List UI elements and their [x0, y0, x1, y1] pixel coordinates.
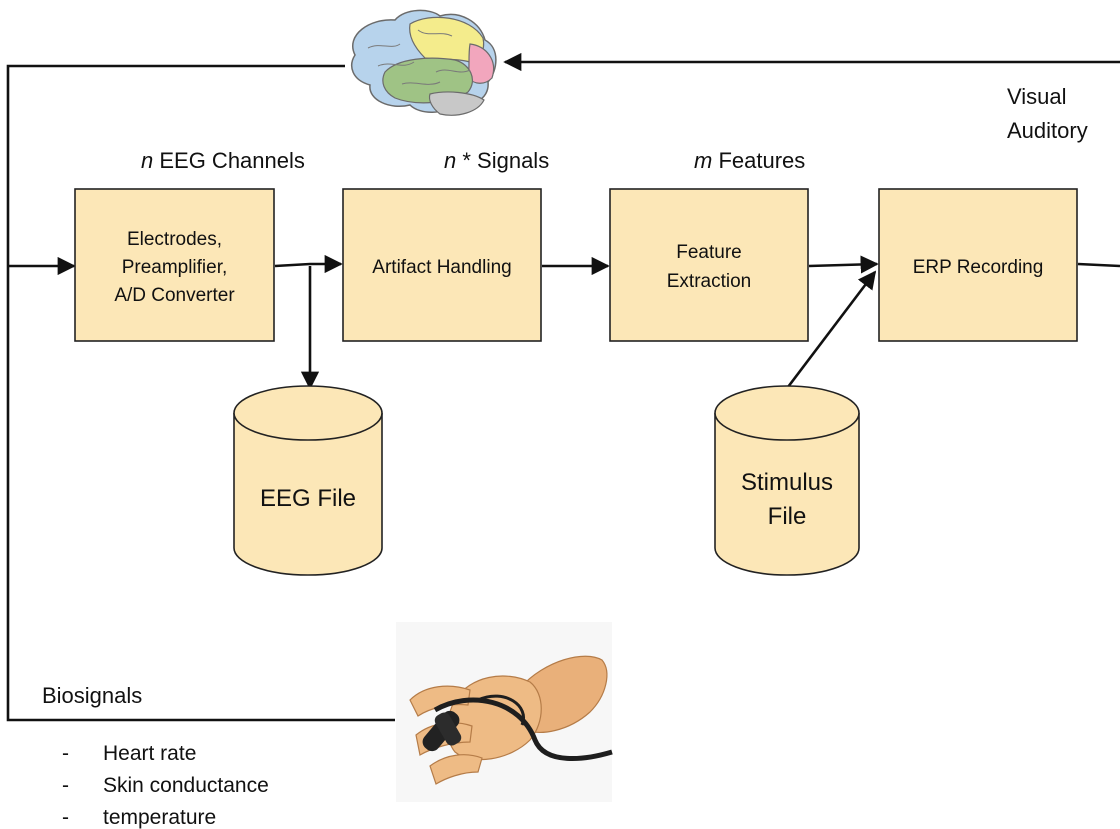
feedback-loop [6, 52, 1120, 722]
block-feature-line-1: Feature [676, 242, 741, 263]
biosignals-title: Biosignals [42, 683, 142, 708]
erp-output-line [1077, 262, 1120, 268]
list-item: temperature [103, 806, 216, 829]
block-artifact-label: Artifact Handling [372, 257, 511, 278]
stimulus-to-erp-arrow [786, 270, 877, 388]
header-features: m Features [694, 148, 805, 173]
list-item: Heart rate [103, 742, 196, 765]
block-acquisition-line-2: Preamplifier, [122, 257, 228, 278]
block-erp-recording: ERP Recording [878, 188, 1078, 342]
bullet-marker: - [62, 806, 69, 829]
block-erp-label: ERP Recording [913, 257, 1044, 278]
eeg-file-store: EEG File [233, 385, 383, 576]
feature-to-erp-arrow [808, 255, 879, 274]
bullet-marker: - [62, 742, 69, 765]
acq-to-artifact-arrow [274, 254, 343, 274]
biosignals-list: - Heart rate - Skin conductance - temper… [62, 742, 269, 829]
list-item: Skin conductance [103, 774, 269, 797]
finger-sensor-icon [396, 622, 613, 802]
brain-icon [351, 9, 497, 116]
stimulus-file-store: Stimulus File [714, 385, 860, 576]
modality-visual: Visual [1007, 84, 1067, 109]
block-feature-line-2: Extraction [667, 271, 751, 292]
block-acquisition-line-3: A/D Converter [114, 285, 235, 306]
stimulus-file-line-2: File [768, 503, 807, 530]
outer-loop-line [6, 64, 395, 722]
block-acquisition-line-1: Electrodes, [127, 229, 222, 250]
header-eeg-channels: n EEG Channels [141, 148, 305, 173]
header-signals: n * Signals [444, 148, 549, 173]
block-artifact-handling: Artifact Handling [342, 188, 542, 342]
block-feature-extraction: Feature Extraction [609, 188, 809, 342]
bullet-marker: - [62, 774, 69, 797]
eeg-file-label: EEG File [260, 485, 356, 512]
stimulus-file-line-1: Stimulus [741, 469, 833, 496]
block-acquisition: Electrodes, Preamplifier, A/D Converter [74, 188, 275, 342]
modality-auditory: Auditory [1007, 118, 1088, 143]
